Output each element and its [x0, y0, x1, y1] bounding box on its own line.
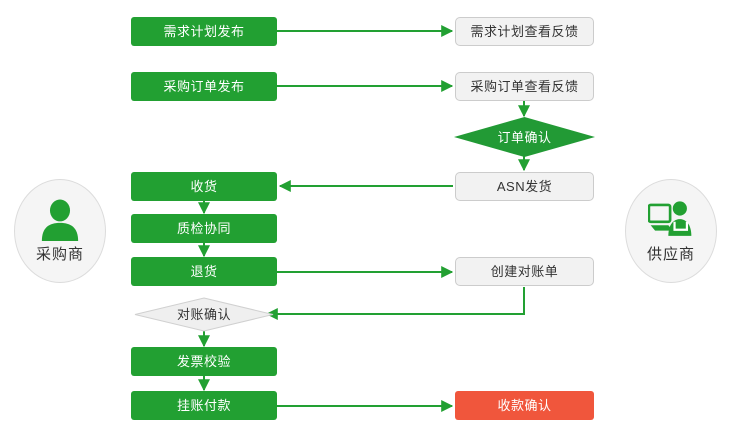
node-receive-goods[interactable]: 收货	[131, 172, 277, 201]
node-demand-plan-publish[interactable]: 需求计划发布	[131, 17, 277, 46]
node-create-statement[interactable]: 创建对账单	[455, 257, 594, 286]
actor-supplier-label: 供应商	[646, 245, 695, 263]
node-reconcile-confirm-label: 对账确认	[176, 307, 231, 322]
actor-buyer-label: 采购商	[35, 245, 84, 263]
person-icon	[41, 198, 79, 241]
node-quality-inspection[interactable]: 质检协同	[131, 214, 277, 243]
node-order-confirm-label: 订单确认	[497, 129, 552, 145]
node-payment-receipt-confirm[interactable]: 收款确认	[455, 391, 594, 420]
node-payable-payment[interactable]: 挂账付款	[131, 391, 277, 420]
node-demand-plan-feedback[interactable]: 需求计划查看反馈	[455, 17, 594, 46]
node-return-goods[interactable]: 退货	[131, 257, 277, 286]
person-with-computer-icon	[648, 200, 692, 236]
connector-statement-to-reconcile	[265, 287, 525, 320]
node-reconcile-confirm[interactable]: 对账确认	[134, 297, 274, 332]
diamond-shape-green	[454, 117, 595, 157]
diamond-shape-gray	[134, 297, 274, 332]
actor-buyer[interactable]: 采购商	[14, 179, 106, 283]
node-asn-shipment[interactable]: ASN发货	[455, 172, 594, 201]
actor-supplier[interactable]: 供应商	[625, 179, 717, 283]
node-invoice-verify[interactable]: 发票校验	[131, 347, 277, 376]
node-purchase-order-publish[interactable]: 采购订单发布	[131, 72, 277, 101]
node-order-confirm[interactable]: 订单确认	[454, 117, 595, 157]
node-purchase-order-feedback[interactable]: 采购订单查看反馈	[455, 72, 594, 101]
